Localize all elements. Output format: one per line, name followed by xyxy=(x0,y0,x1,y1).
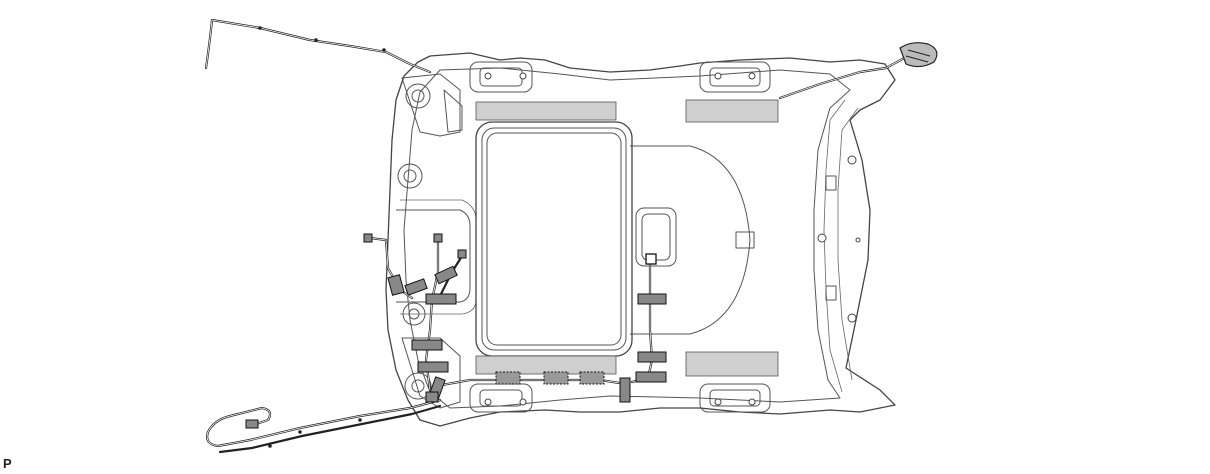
sunroof-opening xyxy=(475,121,633,357)
clip-dashed-1 xyxy=(495,371,521,385)
pad-bottom-rear xyxy=(685,351,779,377)
pad-top-front xyxy=(475,101,617,121)
clip-10 xyxy=(637,351,667,363)
clip-8 xyxy=(425,391,439,403)
front-lamp-cup-bottom xyxy=(404,372,432,400)
bottom-handle-recess-2 xyxy=(699,383,771,413)
upper-antenna-harness xyxy=(204,18,938,100)
rear-harness-branch xyxy=(619,253,667,403)
clip-dashed-3 xyxy=(579,371,605,385)
clip-12 xyxy=(619,377,631,403)
rear-tab-1 xyxy=(825,175,837,191)
dome-light-tab xyxy=(735,231,755,249)
rear-clip-hole-1 xyxy=(847,155,857,165)
rear-tab-2 xyxy=(825,285,837,301)
pad-top-rear xyxy=(685,99,779,123)
harness-tie-1 xyxy=(258,26,262,30)
clip-2 xyxy=(404,278,428,296)
rear-connector-dome xyxy=(645,253,657,265)
rear-edge-strip xyxy=(823,99,846,393)
front-harness-branch xyxy=(363,233,628,403)
rear-clip-hole-3 xyxy=(817,233,827,243)
rear-dome-area xyxy=(630,145,751,335)
headliner-inner-edge xyxy=(403,67,851,409)
clip-1 xyxy=(387,274,405,296)
rear-connector xyxy=(899,42,938,68)
bottom-handle-recess-1 xyxy=(469,383,533,413)
front-lamp-cup-top xyxy=(405,83,431,109)
front-left-bracket xyxy=(401,73,461,137)
clip-6 xyxy=(417,361,449,373)
connector-front-a xyxy=(363,233,373,243)
front-lamp-cup-low xyxy=(402,302,426,326)
connector-front-b xyxy=(433,233,443,243)
top-handle-recess-1 xyxy=(469,61,533,93)
figure-code-label: P xyxy=(3,456,12,471)
connector-front-c xyxy=(457,249,467,259)
headliner-panel xyxy=(385,52,896,427)
clip-4 xyxy=(425,293,457,305)
clip-5 xyxy=(411,339,443,351)
top-handle-recess-2 xyxy=(699,61,771,93)
rear-clip-hole-2 xyxy=(847,313,857,323)
clip-dashed-2 xyxy=(543,371,569,385)
pad-bottom-front xyxy=(475,355,617,375)
lower-left-harness xyxy=(206,398,442,454)
front-right-bracket xyxy=(401,337,461,409)
headliner-outer-edge xyxy=(385,52,896,427)
clip-3 xyxy=(434,265,458,285)
clip-11 xyxy=(635,371,667,383)
loop-connector xyxy=(245,419,259,429)
front-lamp-cup-mid xyxy=(397,163,423,189)
front-console-area xyxy=(396,209,471,303)
clip-9 xyxy=(637,293,667,305)
adhesive-pads xyxy=(475,99,779,377)
